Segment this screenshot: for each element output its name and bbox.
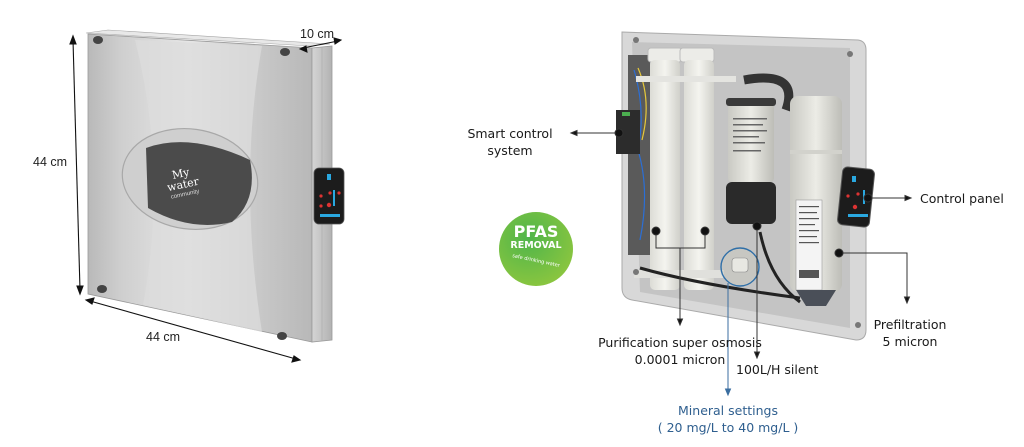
leader-lines: [569, 128, 913, 360]
unit-logo-window: [121, 127, 259, 231]
leader-prefiltration: [842, 252, 908, 300]
pump-motor: [728, 100, 774, 182]
depth-dimension-arrow: [298, 37, 343, 53]
callout-purification: Purification super osmosis 0.0001 micron: [555, 334, 805, 368]
callout-purification-line2: 0.0001 micron: [634, 352, 726, 367]
depth-dimension-label: 10 cm: [300, 27, 335, 41]
membrane-tube-left: [650, 60, 680, 290]
width-dimension-label: 44 cm: [146, 330, 181, 344]
pfas-badge-title: PFAS: [513, 222, 559, 241]
callout-mineral-settings: Mineral settings ( 20 mg/L to 40 mg/L ): [628, 402, 828, 436]
pump-head: [726, 182, 776, 224]
membrane-tube-right: [684, 60, 714, 290]
callout-smart-control-line2: system: [487, 143, 533, 158]
height-dimension-arrow: [69, 34, 84, 296]
pfas-removal-badge: [499, 212, 573, 286]
unit-control-panel: [313, 167, 345, 225]
callout-mineral-line1: Mineral settings: [678, 403, 778, 418]
height-dimension-label: 44 cm: [33, 155, 68, 169]
callout-smart-control-line1: Smart control: [467, 126, 553, 141]
callout-prefiltration: Prefiltration 5 micron: [860, 316, 960, 350]
callout-pump: 100L/H silent: [736, 362, 819, 377]
callout-purification-line1: Purification super osmosis: [598, 335, 762, 350]
leader-mineral: [724, 283, 732, 397]
callout-control-panel: Control panel: [920, 191, 1004, 206]
width-dimension-arrow: [84, 297, 302, 363]
pfas-badge-subtitle: REMOVAL: [510, 240, 562, 251]
callout-prefiltration-line2: 5 micron: [882, 334, 938, 349]
callout-smart-control: Smart control system: [455, 125, 565, 159]
callout-prefiltration-line1: Prefiltration: [873, 317, 947, 332]
open-unit-illustration: [616, 31, 875, 341]
callout-mineral-line2: ( 20 mg/L to 40 mg/L ): [657, 420, 799, 435]
pfas-badge-text: PFAS REMOVAL safe drinking water: [499, 222, 573, 269]
